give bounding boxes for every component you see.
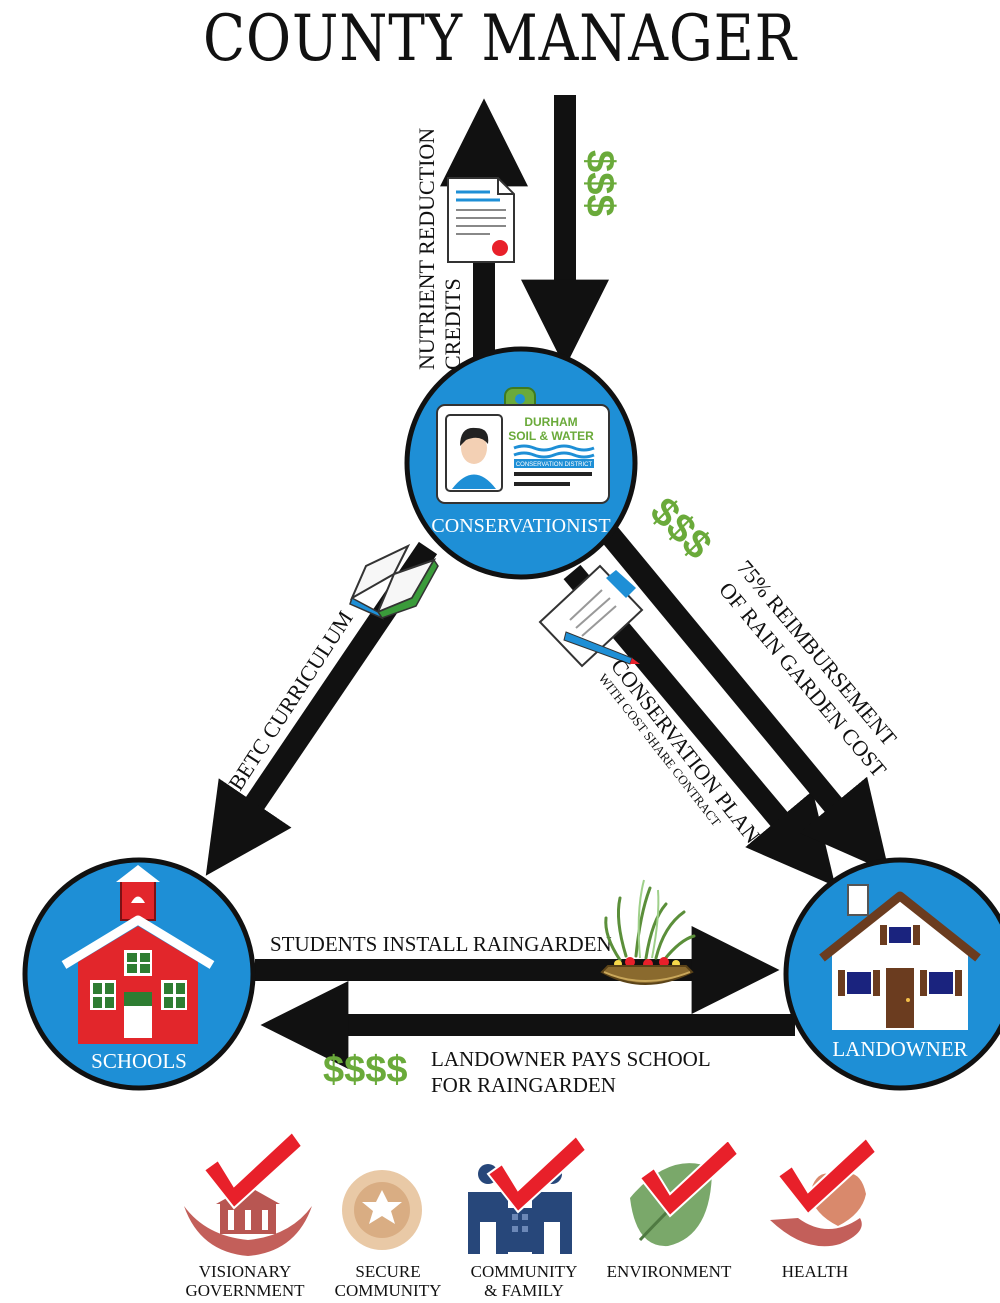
reimbursement-money-label: $$$ [642, 489, 720, 567]
certificate-icon [447, 177, 515, 263]
payment-label-line1: LANDOWNER PAYS SCHOOL [431, 1047, 711, 1071]
arrow-reimbursement-to-landowner [597, 522, 890, 873]
goal-label-visionary-government: VISIONARY GOVERNMENT [170, 1262, 320, 1300]
badge-line2: SOIL & WATER [508, 429, 594, 443]
schoolhouse-icon [61, 865, 215, 1044]
goal-line1: ENVIRONMENT [606, 1262, 732, 1281]
credits-label-line2: CREDITS [440, 278, 465, 370]
landowner-node: LANDOWNER [783, 857, 1000, 1091]
schools-label: SCHOOLS [91, 1049, 187, 1073]
credits-label-line1: NUTRIENT REDUCTION [414, 128, 439, 370]
payment-money-label: $$$$ [323, 1049, 408, 1091]
goal-label-environment: ENVIRONMENT [594, 1262, 744, 1281]
goal-line2: GOVERNMENT [185, 1281, 305, 1300]
conservationist-node: DURHAM SOIL & WATER CONSERVATION DISTRIC… [404, 346, 638, 580]
goal-label-community-family: COMMUNITY & FAMILY [449, 1262, 599, 1300]
book-icon [349, 543, 439, 620]
county-money-label: $$$ [578, 150, 622, 217]
goal-line2: COMMUNITY [334, 1281, 442, 1300]
secure-community-icon [342, 1170, 422, 1250]
checkmark-icons [202, 1130, 878, 1218]
community-family-icon [468, 1164, 572, 1254]
goal-line1: HEALTH [781, 1262, 849, 1281]
goal-label-health: HEALTH [740, 1262, 890, 1281]
goal-line2: & FAMILY [484, 1281, 564, 1300]
schools-node: SCHOOLS [22, 857, 256, 1091]
badge-line3: CONSERVATION DISTRICT [516, 462, 593, 468]
payment-label-line2: FOR RAINGARDEN [431, 1073, 616, 1097]
house-icon [819, 884, 981, 1030]
goal-label-secure-community: SECURE COMMUNITY [313, 1262, 463, 1300]
goal-line1: VISIONARY [198, 1262, 292, 1281]
landowner-label: LANDOWNER [832, 1037, 967, 1061]
conservationist-label: CONSERVATIONIST [431, 515, 610, 537]
water-waves-icon [513, 444, 595, 468]
plan-label-line2: WITH COST SHARE CONTRACT [596, 671, 724, 829]
goal-line1: SECURE [355, 1262, 421, 1281]
install-label: STUDENTS INSTALL RAINGARDEN [270, 932, 612, 956]
page-title: COUNTY MANAGER [203, 2, 797, 76]
goal-line1: COMMUNITY [470, 1262, 578, 1281]
contract-icon [538, 564, 644, 668]
badge-line1: DURHAM [524, 415, 577, 429]
raingarden-icon [600, 879, 696, 985]
